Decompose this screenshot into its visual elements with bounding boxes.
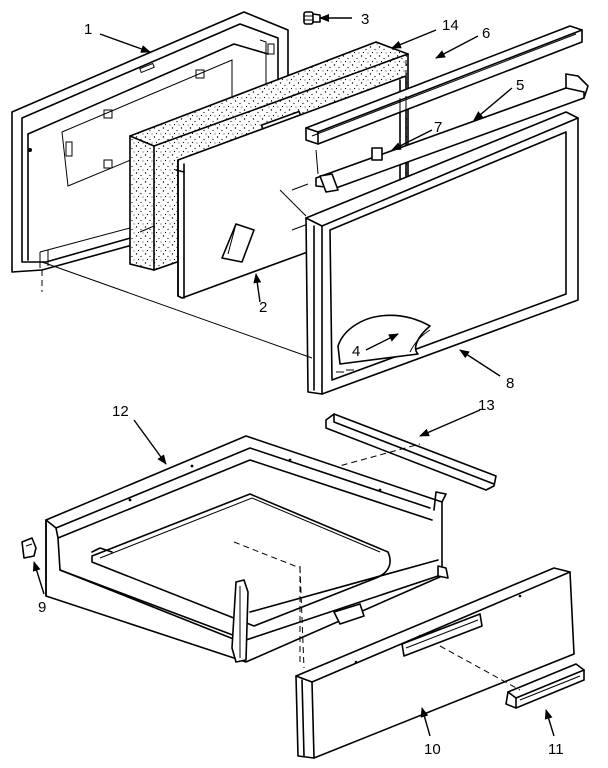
drawer-rail-part — [325, 413, 497, 491]
screw-part — [303, 11, 321, 25]
assembly-lines-upper — [41, 189, 313, 359]
callout-5: 5 — [516, 77, 524, 94]
callout-11: 11 — [548, 741, 564, 758]
callout-10: 10 — [424, 741, 441, 758]
callout-8: 8 — [506, 375, 514, 392]
callout-leaders — [32, 14, 555, 737]
drawer-handle-part — [505, 663, 585, 709]
window-glass-frame-part — [305, 111, 579, 395]
top-trim-part — [305, 25, 583, 145]
callout-9: 9 — [38, 599, 46, 616]
assembly-lines-lower — [233, 541, 521, 691]
callout-4: 4 — [352, 343, 360, 360]
callout-6: 6 — [482, 25, 490, 42]
callout-1: 1 — [84, 21, 92, 38]
bracket-part — [315, 73, 589, 193]
callout-2: 2 — [259, 299, 267, 316]
callout-7: 7 — [434, 119, 442, 136]
drawer-front-part — [295, 567, 575, 759]
callout-13: 13 — [478, 397, 495, 414]
callout-labels: 1 2 3 4 5 6 7 8 9 10 11 12 13 14 — [38, 11, 564, 758]
callout-14: 14 — [442, 17, 459, 34]
callout-12: 12 — [112, 403, 129, 420]
drawer-body-part — [45, 435, 449, 663]
drawer-clip-part — [21, 537, 37, 559]
callout-3: 3 — [361, 11, 369, 28]
